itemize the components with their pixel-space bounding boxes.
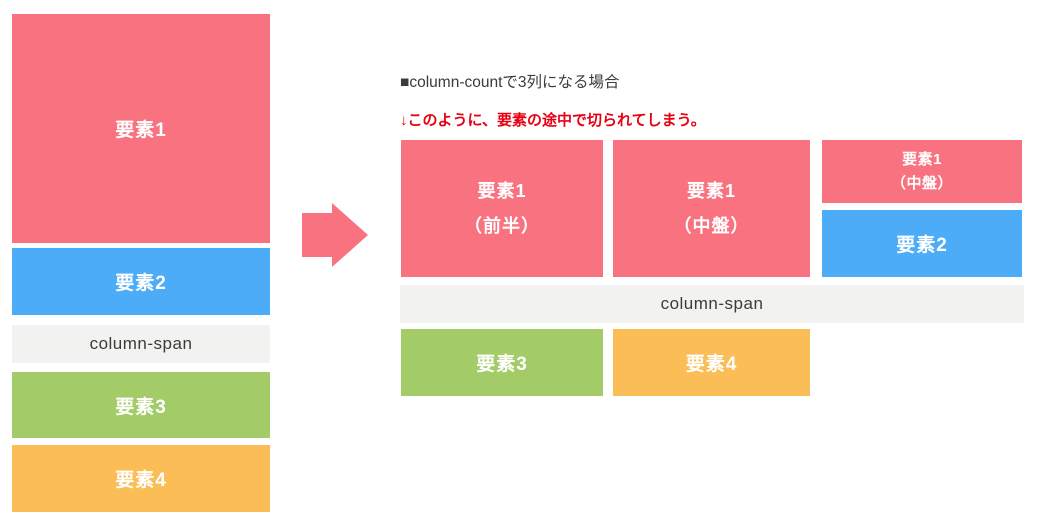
column3-label-line2: （中盤） — [890, 174, 953, 192]
right-element3-box: 要素3 — [401, 329, 603, 396]
right-element4-box: 要素4 — [613, 329, 810, 396]
section-heading: ■column-countで3列になる場合 — [400, 74, 620, 91]
right-element4-label: 要素4 — [685, 354, 738, 375]
left-element4-box: 要素4 — [12, 445, 270, 512]
column3-element1-middle-box: 要素1 （中盤） — [822, 140, 1022, 203]
column2-element1-middle-box: 要素1 （中盤） — [613, 140, 810, 277]
left-element4-label: 要素4 — [115, 470, 167, 491]
left-column-span-label: column-span — [89, 334, 193, 353]
left-element3-label: 要素3 — [115, 396, 167, 418]
column1-label-line2: （前半） — [464, 215, 540, 236]
left-element2-label: 要素2 — [115, 273, 167, 294]
column1-element1-front-box: 要素1 （前半） — [401, 140, 603, 277]
column3-element2-label: 要素2 — [896, 235, 948, 256]
column3-label-line1: 要素1 — [902, 151, 942, 169]
column3-element2-box: 要素2 — [822, 210, 1022, 277]
column2-label-line2: （中盤） — [673, 215, 750, 236]
right-column-span-label: column-span — [660, 294, 764, 313]
left-element2-box: 要素2 — [12, 248, 270, 315]
left-column-span-bar: column-span — [12, 325, 270, 363]
column1-label-line1: 要素1 — [477, 181, 527, 202]
left-element1-label: 要素1 — [115, 120, 167, 141]
column2-label-line1: 要素1 — [686, 181, 736, 202]
left-element3-box: 要素3 — [12, 372, 270, 438]
right-column-span-bar: column-span — [400, 285, 1024, 323]
right-arrow-icon — [302, 203, 368, 267]
warning-note: ↓このように、要素の途中で切られてしまう。 — [400, 112, 706, 129]
right-arrow-shape — [302, 203, 368, 267]
right-element3-label: 要素3 — [476, 354, 528, 375]
left-element1-box: 要素1 — [12, 14, 270, 243]
